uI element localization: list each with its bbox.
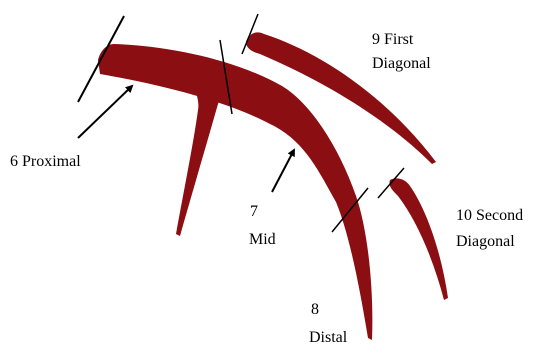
proximal-pointer-arrow: [78, 86, 132, 138]
label-6-proximal: 6 Proximal: [10, 152, 81, 172]
label-7-mid: Mid: [249, 230, 276, 250]
label-8-number: 8: [311, 300, 319, 320]
label-9-first-diagonal-line2: Diagonal: [372, 54, 431, 74]
label-10-second-diagonal-line2: Diagonal: [456, 232, 515, 252]
label-9-first-diagonal-line1: 9 First: [372, 30, 413, 50]
mid-pointer-arrow: [272, 150, 294, 192]
label-8-distal: Distal: [309, 328, 347, 348]
label-10-second-diagonal-line1: 10 Second: [456, 206, 523, 226]
second-diagonal-vessel: [389, 178, 448, 300]
label-7-number: 7: [250, 202, 258, 222]
septal-branch-vessel: [176, 82, 219, 236]
